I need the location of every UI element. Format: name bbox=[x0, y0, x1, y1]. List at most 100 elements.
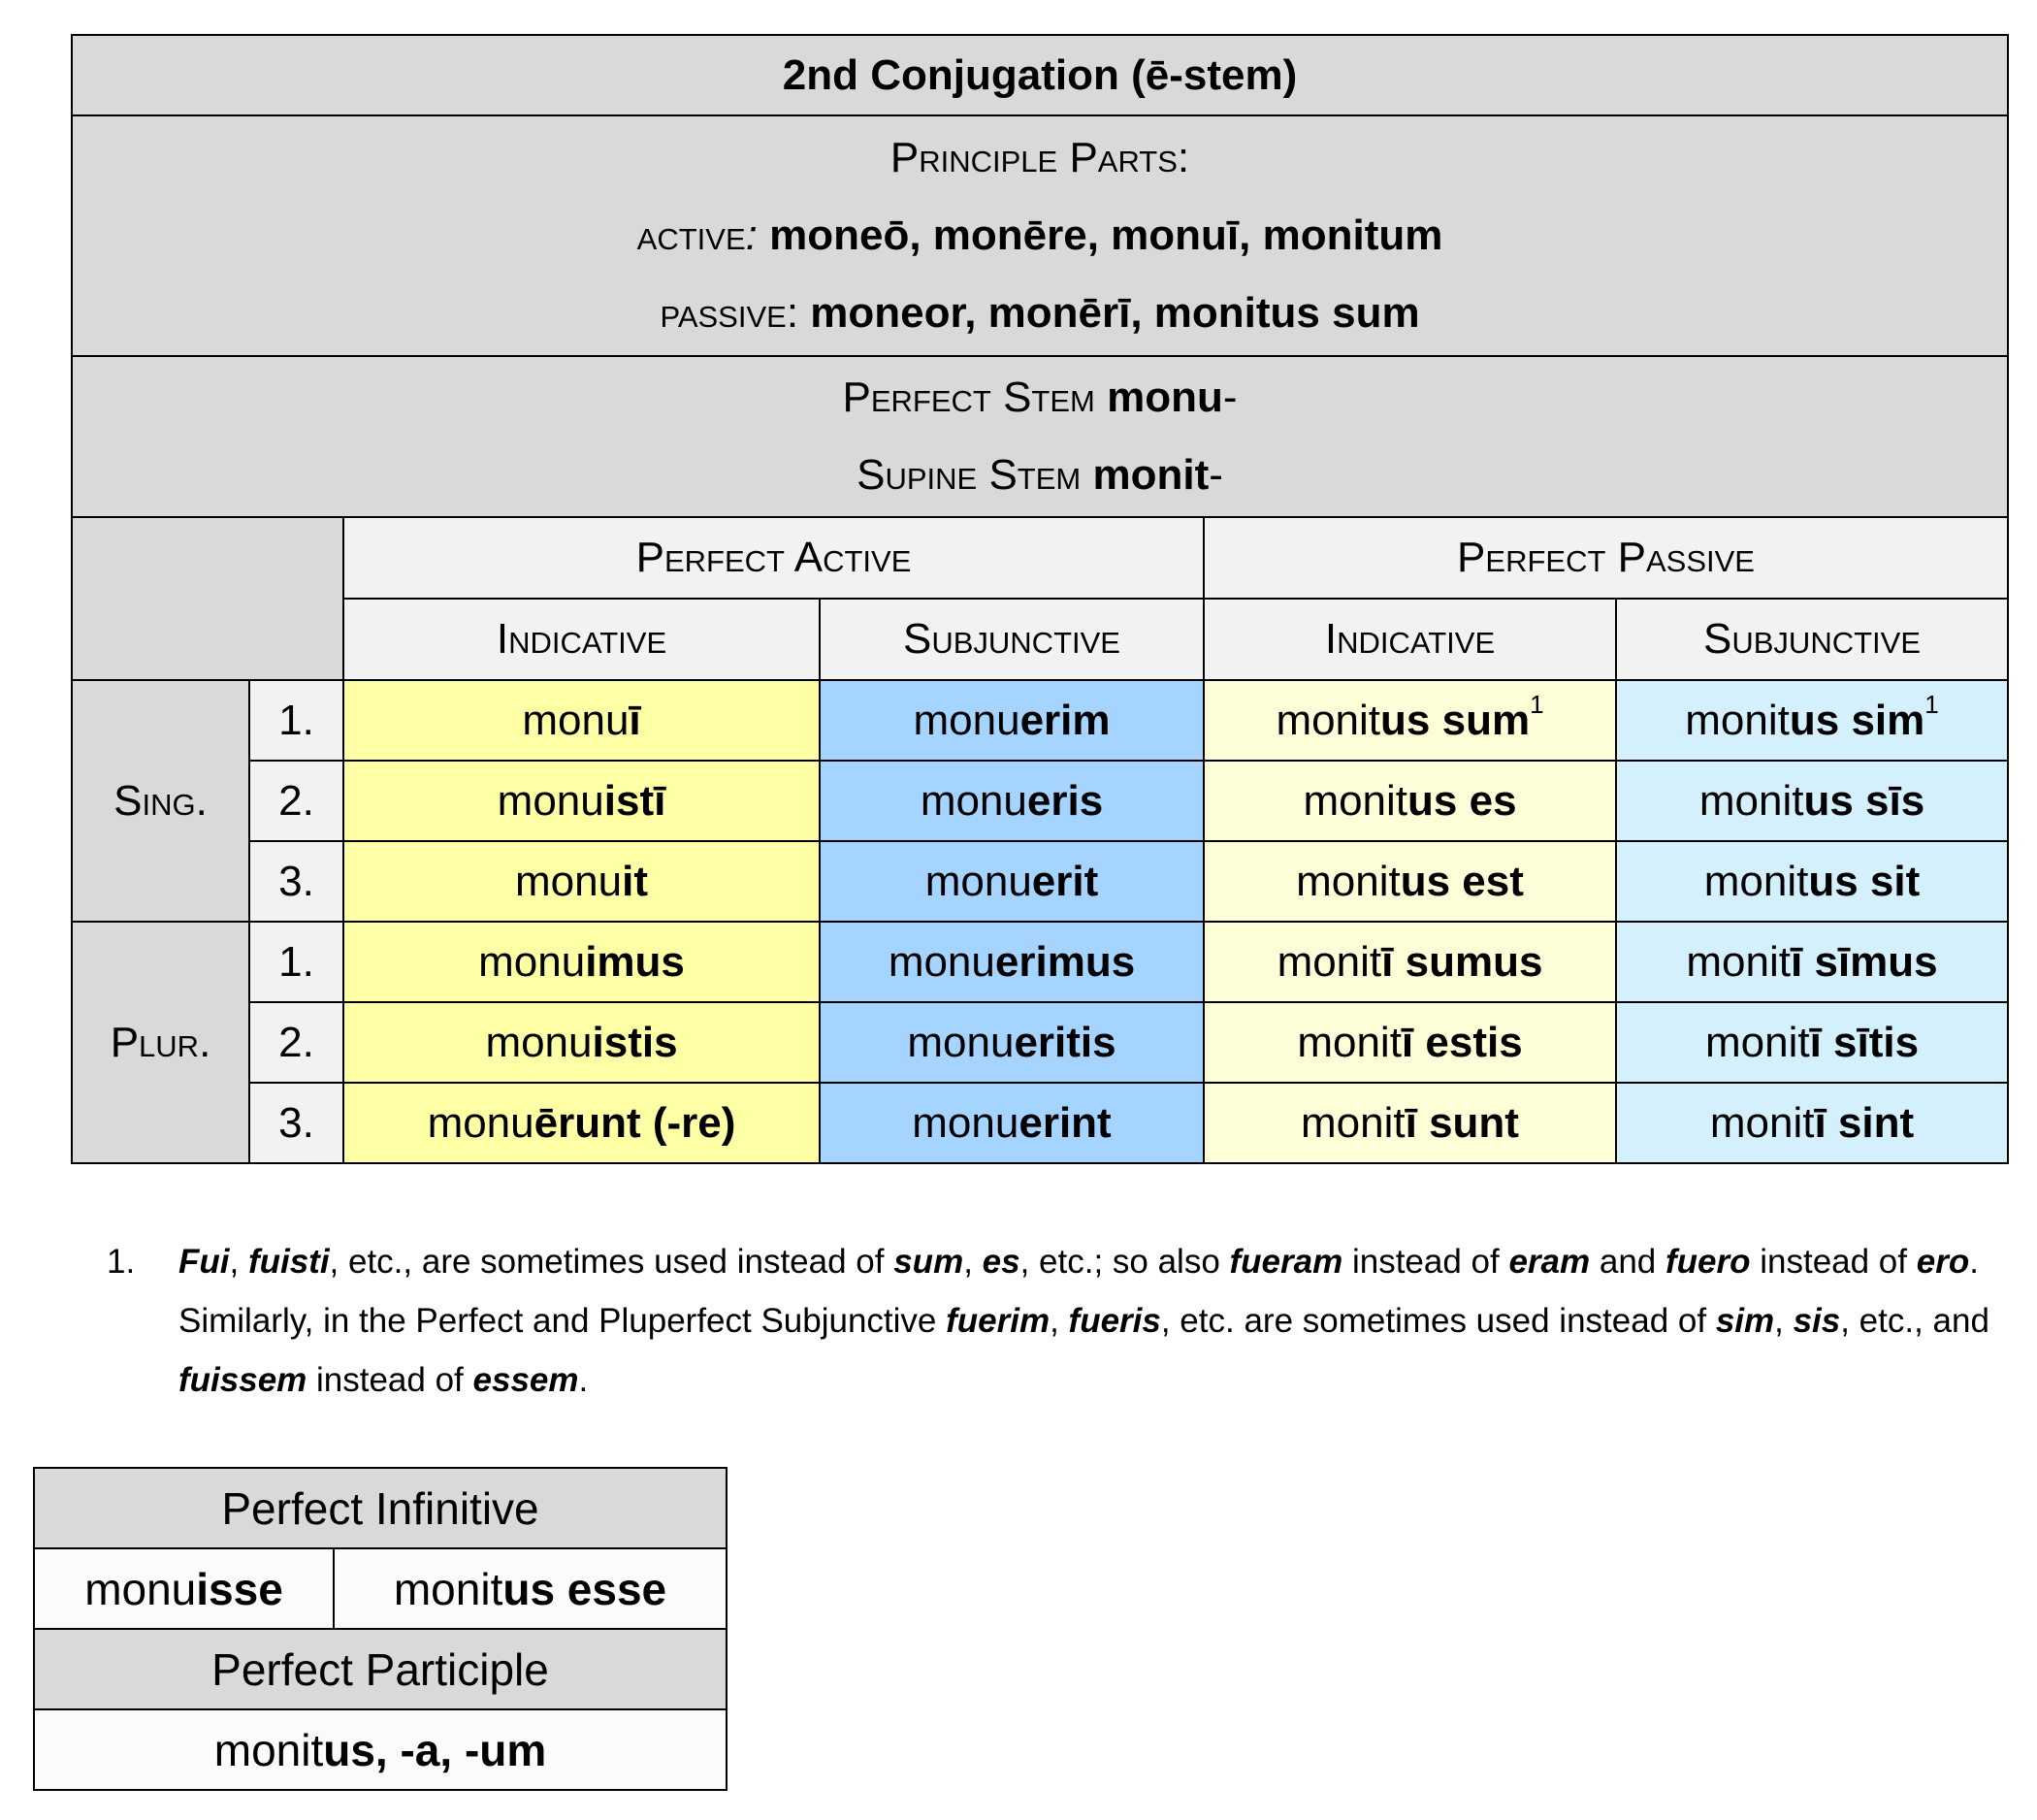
stem: monit bbox=[1698, 776, 1804, 825]
footnote-segment: instead of bbox=[1342, 1243, 1509, 1281]
active-label: active bbox=[636, 211, 746, 259]
ending: imus bbox=[585, 937, 685, 986]
ending: us sīs bbox=[1803, 776, 1925, 825]
footnote-segment: instead of bbox=[307, 1361, 473, 1399]
stem: monit bbox=[1301, 1098, 1406, 1147]
stem: monit bbox=[1276, 696, 1381, 744]
active-sep: : bbox=[745, 211, 758, 259]
ending: us, -a, -um bbox=[323, 1724, 547, 1775]
passive-subjunctive-cell: monitī sint bbox=[1614, 1082, 2010, 1164]
dash: - bbox=[1209, 451, 1223, 499]
passive-subjunctive-cell: monitī sīmus bbox=[1614, 921, 2010, 1003]
ending: erint bbox=[1018, 1098, 1112, 1147]
stem: monit bbox=[213, 1724, 324, 1775]
footnote-ref[interactable]: 1 bbox=[1924, 689, 1939, 719]
footnote-segment: , bbox=[229, 1243, 248, 1281]
stem: monu bbox=[888, 937, 995, 986]
person-number: 3. bbox=[248, 1082, 344, 1164]
person-number: 1. bbox=[248, 921, 344, 1003]
header-perfect-passive: Perfect Passive bbox=[1202, 516, 2010, 600]
footnote-segment: . bbox=[578, 1361, 589, 1399]
stem: monu bbox=[912, 1098, 1019, 1147]
footnote-text: Fui, fuisti, etc., are sometimes used in… bbox=[178, 1232, 1998, 1410]
stem: monit bbox=[1703, 857, 1809, 905]
ending: ī bbox=[629, 696, 641, 744]
passive-indicative-cell: monitus sum1 bbox=[1203, 679, 1617, 762]
participle-heading: Perfect Participle bbox=[32, 1628, 728, 1710]
passive-sep: : bbox=[786, 289, 799, 337]
footnote-number: 1. bbox=[107, 1243, 136, 1281]
infinitive-active: monuisse bbox=[33, 1547, 335, 1630]
latin-term: sis bbox=[1793, 1302, 1841, 1340]
latin-term: fuero bbox=[1665, 1243, 1751, 1281]
stem: monit bbox=[393, 1563, 503, 1614]
group-sing: Sing. bbox=[71, 679, 250, 923]
latin-term: ero bbox=[1916, 1243, 1970, 1281]
stem: monu bbox=[497, 776, 604, 825]
principal-parts-heading: Principle Parts: bbox=[889, 134, 1190, 181]
active-subjunctive-cell: monuerimus bbox=[819, 921, 1205, 1003]
footnote-segment: . Similarly, in the Perfect and Pluperfe… bbox=[178, 1243, 1979, 1340]
stem: monit bbox=[1303, 776, 1408, 825]
latin-term: essem bbox=[472, 1361, 579, 1399]
ending: ī sītis bbox=[1809, 1018, 1920, 1066]
stem: monu bbox=[920, 776, 1027, 825]
latin-term: fueram bbox=[1229, 1243, 1343, 1281]
footnote-segment: , bbox=[963, 1243, 983, 1281]
stem: monit bbox=[1686, 937, 1791, 986]
stem: monit bbox=[1277, 937, 1382, 986]
stem: monit bbox=[1685, 696, 1790, 744]
active-indicative-cell: monuimus bbox=[342, 921, 821, 1003]
passive-indicative-cell: monitī sunt bbox=[1203, 1082, 1617, 1164]
latin-term: Fui bbox=[178, 1243, 230, 1281]
ending: erit bbox=[1031, 857, 1099, 905]
ending: erimus bbox=[994, 937, 1136, 986]
passive-subjunctive-cell: monitus sim1 bbox=[1614, 679, 2010, 762]
active-indicative-cell: monuērunt (-re) bbox=[342, 1082, 821, 1164]
ending: eris bbox=[1026, 776, 1104, 825]
supine-stem-value: monit bbox=[1092, 451, 1210, 499]
passive-subjunctive-cell: monitus sit bbox=[1614, 840, 2010, 923]
footnote-segment: , etc. are sometimes used instead of bbox=[1160, 1302, 1716, 1340]
header-active-indicative: Indicative bbox=[342, 598, 821, 681]
group-plur: Plur. bbox=[71, 921, 250, 1164]
ending: isse bbox=[196, 1563, 283, 1614]
passive-indicative-cell: monitī sumus bbox=[1203, 921, 1617, 1003]
stems: Perfect Stem monu- Supine Stem monit- bbox=[70, 355, 2010, 518]
ending: ī sīmus bbox=[1791, 937, 1938, 986]
stem: monit bbox=[1704, 1018, 1810, 1066]
ending: istī bbox=[603, 776, 666, 825]
ending: us esse bbox=[502, 1563, 667, 1614]
passive-subjunctive-cell: monitus sīs bbox=[1614, 760, 2010, 842]
latin-term: sum bbox=[893, 1243, 964, 1281]
footnote-segment: , bbox=[1774, 1302, 1794, 1340]
header-active-subjunctive: Subjunctive bbox=[819, 598, 1205, 681]
ending: eritis bbox=[1014, 1018, 1116, 1066]
ending: istis bbox=[592, 1018, 678, 1066]
stem: monu bbox=[913, 696, 1020, 744]
perfect-forms-table: Perfect Infinitive monuisse monitus esse… bbox=[32, 1467, 728, 1791]
footnote-segment: , bbox=[1050, 1302, 1069, 1340]
active-indicative-cell: monuistis bbox=[342, 1001, 821, 1084]
active-forms: moneō, monēre, monuī, monitum bbox=[769, 211, 1443, 259]
stem: monu bbox=[427, 1098, 534, 1147]
person-number: 1. bbox=[248, 679, 344, 762]
dash: - bbox=[1222, 374, 1238, 421]
footnote-segment: instead of bbox=[1750, 1243, 1917, 1281]
stem: monit bbox=[1296, 857, 1401, 905]
ending: us est bbox=[1400, 857, 1524, 905]
footnote-segment: , etc., are sometimes used instead of bbox=[329, 1243, 894, 1281]
passive-label: passive bbox=[660, 289, 787, 337]
footnote-ref[interactable]: 1 bbox=[1530, 689, 1544, 719]
table-title: 2nd Conjugation (ē-stem) bbox=[70, 34, 2010, 116]
ending: it bbox=[622, 857, 648, 905]
footnote-segment: , etc.; so also bbox=[1019, 1243, 1230, 1281]
latin-term: sim bbox=[1715, 1302, 1775, 1340]
stem: monu bbox=[924, 857, 1032, 905]
passive-indicative-cell: monitus est bbox=[1203, 840, 1617, 923]
active-subjunctive-cell: monueritis bbox=[819, 1001, 1205, 1084]
